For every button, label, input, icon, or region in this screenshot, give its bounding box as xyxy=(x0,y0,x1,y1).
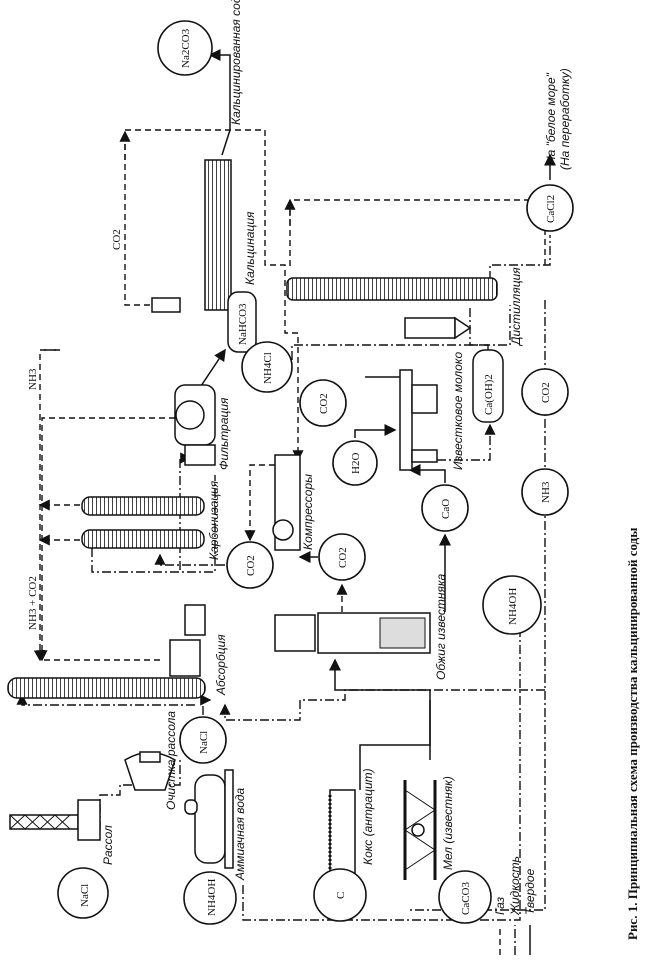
absorption-label: Абсорбция xyxy=(214,634,228,696)
svg-text:CO2: CO2 xyxy=(245,555,257,576)
svg-text:NH4OH: NH4OH xyxy=(206,879,218,916)
waste-note: (На переработку) xyxy=(558,68,572,170)
absorption-unit xyxy=(169,604,206,677)
return-liquor-line xyxy=(219,689,545,721)
co2-carb-line xyxy=(154,553,225,566)
brine-house xyxy=(77,799,101,841)
coke-label: Кокс (антрацит) xyxy=(361,768,375,865)
purification-tank xyxy=(124,751,176,791)
svg-text:NH4OH: NH4OH xyxy=(507,588,519,625)
nh4oh-circle: NH4OH xyxy=(183,871,237,925)
svg-text:NH3: NH3 xyxy=(540,481,552,503)
nh4cl-circle: NH4Cl xyxy=(241,341,293,393)
ammonia-water-line xyxy=(242,610,521,921)
ammonia-water-label: Аммиачная вода xyxy=(233,787,247,881)
nacl-absorption-line xyxy=(200,694,212,715)
compressors-unit xyxy=(272,454,301,551)
svg-text:CO2: CO2 xyxy=(337,547,349,568)
nh3-co2-label: NH3 + CO2 xyxy=(27,576,39,630)
cao-slaker-line xyxy=(408,464,446,483)
absorption-column xyxy=(7,677,206,699)
calcination-label: Кальцинация xyxy=(243,211,257,285)
co2-to-compressor-line xyxy=(225,129,304,462)
waste-label: На "белое море" xyxy=(544,72,558,165)
nahco3-label: NaHCO3 xyxy=(237,303,249,345)
calc-co2-line xyxy=(124,129,225,306)
filtration-label: Фильтрация xyxy=(217,397,231,470)
svg-text:C: C xyxy=(335,892,347,899)
svg-text:CO2: CO2 xyxy=(540,382,552,403)
figure-caption: Рис. 1. Принципиальная схема производств… xyxy=(625,528,640,940)
nh4oh-return-circle: NH4OH xyxy=(482,575,542,635)
nacl-circle: NaCl xyxy=(57,867,109,919)
svg-text:CaO: CaO xyxy=(440,499,452,519)
distillation-column xyxy=(286,277,498,301)
distillation-unit xyxy=(404,316,472,340)
co2-calc-circle: CO2 xyxy=(299,379,347,427)
dist-gas-loop xyxy=(289,199,546,270)
carbonization-label: Карбонизация xyxy=(207,480,221,560)
c-circle: C xyxy=(313,868,367,922)
soda-out-line xyxy=(208,49,231,156)
legend-liquid: Жидкость xyxy=(508,856,522,916)
svg-text:CO2: CO2 xyxy=(318,393,330,414)
compressor-co2-line xyxy=(244,464,275,542)
caoh2-tank xyxy=(472,349,504,423)
soda-label: Кальцинированная сода xyxy=(229,0,243,125)
filtration-nh3-label: NH3 xyxy=(27,368,39,390)
svg-text:NH4Cl: NH4Cl xyxy=(262,352,274,384)
purification-label: Очистка рассола xyxy=(164,711,178,810)
ammonia-tank-car xyxy=(184,769,234,869)
svg-text:H2O: H2O xyxy=(350,453,362,474)
h2o-circle: H2O xyxy=(332,440,378,486)
svg-text:NaCl: NaCl xyxy=(79,884,91,907)
h2o-line xyxy=(354,424,397,438)
distillation-label: Дистилляция xyxy=(509,267,523,347)
compressors-label: Компрессоры xyxy=(301,474,315,550)
caoh2-label: Ca(OH)2 xyxy=(483,374,495,415)
cyclone xyxy=(151,297,181,313)
kiln-label: Обжиг известняка xyxy=(434,573,448,680)
legend-solid: Твердое xyxy=(523,868,537,915)
cacl2-line xyxy=(489,235,551,280)
co2-kiln-circle: CO2 xyxy=(318,533,366,581)
brine-tower xyxy=(9,799,101,841)
svg-text:Na2CO3: Na2CO3 xyxy=(180,28,192,68)
nahco3-hopper xyxy=(227,291,257,353)
slaker xyxy=(365,369,438,471)
filter-drum xyxy=(174,384,216,466)
na2co3-circle: Na2CO3 xyxy=(157,20,213,76)
cao-circle: CaO xyxy=(421,484,469,532)
svg-text:CaCl2: CaCl2 xyxy=(545,195,557,223)
carb-liquor-line xyxy=(91,475,216,573)
purified-nacl-circle: NaCl xyxy=(179,716,227,764)
cacl2-circle: CaCl2 xyxy=(526,184,574,232)
co2-carb-circle: CO2 xyxy=(226,541,274,589)
nh3-return-circle: NH3 xyxy=(521,468,569,516)
brine-label: Рассол xyxy=(101,825,115,865)
coke-wagon xyxy=(328,789,356,876)
calc-co2-label: CO2 xyxy=(111,229,123,250)
carbonization-column-1 xyxy=(81,496,205,516)
lime-milk-label: Известковое молоко xyxy=(451,352,465,470)
nh4cl-line xyxy=(291,305,511,360)
lime-milk-line xyxy=(420,423,496,461)
kiln-feed-line xyxy=(329,658,431,760)
caoh2-distill-line xyxy=(469,305,489,350)
chalk-excavator xyxy=(403,780,437,880)
legend: Газ Жидкость Твердое xyxy=(493,856,537,955)
absorption-feed-line xyxy=(16,693,195,706)
lime-kiln xyxy=(274,612,431,654)
caco3-circle: CaCO3 xyxy=(438,870,492,924)
co2-return-circle: CO2 xyxy=(521,368,569,416)
filtration-nh3-line xyxy=(36,417,175,662)
legend-gas: Газ xyxy=(493,896,507,915)
chalk-label: Мел (известняк) xyxy=(441,776,455,870)
svg-text:CaCO3: CaCO3 xyxy=(460,882,472,916)
carbonization-column-2 xyxy=(81,529,205,549)
calcination-drum xyxy=(204,159,232,311)
svg-text:NaCl: NaCl xyxy=(198,731,210,754)
